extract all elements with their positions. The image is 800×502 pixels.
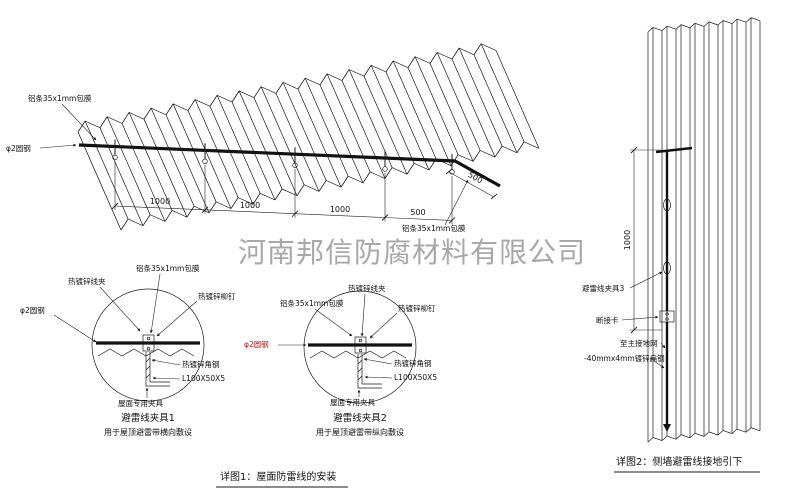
d2-label-rivet: 热镀锌柳钉 xyxy=(398,303,436,313)
roof-lightning-wire xyxy=(78,143,501,188)
wall-dimension: 1000 xyxy=(623,146,662,334)
label-flat-steel: -40mmx4mm镀锌扁钢 xyxy=(584,353,665,363)
d1-label-angle-steel: 热镀锌角钢 xyxy=(182,359,220,369)
detail1-subtitle: 用于屋顶避雷带横向敷设 xyxy=(104,427,192,437)
label-al-strip-bottom: 铝条35x1mm包膜 xyxy=(402,223,466,233)
dim-wall-1000: 1000 xyxy=(623,230,632,250)
detail1-title: 避雷线夹具1 xyxy=(121,412,175,424)
detail-circle-1: 热镀锌线夹 铝条35x1mm包膜 热镀锌柳钉 φ2圆钢 热镀锌角钢 L100X5… xyxy=(20,263,236,437)
label-round-steel-roof: φ2圆钢 xyxy=(6,143,31,153)
label-disconnect-card: 断接卡 xyxy=(596,315,619,325)
detail2-title: 避雷线夹具2 xyxy=(333,412,387,424)
d1-label-wire-clamp: 热镀锌线夹 xyxy=(68,276,106,286)
label-to-main-ground: 至主接地网 xyxy=(620,338,658,348)
d2-label-round-steel: φ2圆钢 xyxy=(244,339,269,349)
d2-label-wire-clamp: 热镀锌线夹 xyxy=(348,283,386,293)
d1-label-angle-spec: L100X50X5 xyxy=(182,374,225,383)
d2-label-angle-spec: L100X50X5 xyxy=(394,373,437,382)
d1-label-al-strip: 铝条35x1mm包膜 xyxy=(136,263,200,273)
d1-label-roof-fixture: 屋面专用夹具 xyxy=(118,398,163,408)
conductor-down-arrow xyxy=(663,424,671,432)
d2-label-angle-steel: 热镀锌角钢 xyxy=(394,358,432,368)
d2-label-roof-fixture: 屋面专用夹具 xyxy=(330,397,375,407)
roof-leader-labels: 铝条35x1mm包膜 φ2圆钢 铝条35x1mm包膜 xyxy=(6,93,469,233)
wall-down-conductor xyxy=(655,146,693,432)
d1-label-round-steel: φ2圆钢 xyxy=(20,305,45,315)
detail2-subtitle: 用于屋顶避雷带纵向敷设 xyxy=(316,427,404,437)
company-watermark: 河南邦信防腐材料有限公司 xyxy=(238,236,586,269)
label-clamp3: 避雷线夹具3 xyxy=(582,283,624,293)
roof-dimension-chain: 1000 1000 1000 500 500 xyxy=(111,161,498,225)
figure1-caption: 详图1：屋面防雷线的安装 xyxy=(220,470,336,483)
d2-label-al-strip: 铝条35x1mm包膜 xyxy=(280,298,344,308)
label-al-strip-top: 铝条35x1mm包膜 xyxy=(28,93,92,103)
dim-span-4: 500 xyxy=(410,208,425,217)
dim-span-1: 1000 xyxy=(150,197,170,206)
roof-wire-clamps xyxy=(112,139,455,175)
wall-leader-labels: 避雷线夹具3 断接卡 至主接地网 -40mmx4mm镀锌扁钢 xyxy=(582,271,666,369)
d1-label-rivet: 热镀锌柳钉 xyxy=(198,291,236,301)
dim-span-2: 1000 xyxy=(240,201,260,210)
figure2-caption: 详图2：侧墙避雷线接地引下 xyxy=(616,455,742,468)
figure-captions: 详图1：屋面防雷线的安装 详图2：侧墙避雷线接地引下 xyxy=(216,455,760,488)
wall-corrugated-sheet xyxy=(647,16,761,443)
detail-circle-2: 铝条35x1mm包膜 热镀锌线夹 热镀锌柳钉 φ2圆钢 热镀锌角钢 L100X5… xyxy=(244,283,437,437)
dim-span-3: 1000 xyxy=(330,205,350,214)
roof-corrugated-sheet xyxy=(73,41,540,231)
